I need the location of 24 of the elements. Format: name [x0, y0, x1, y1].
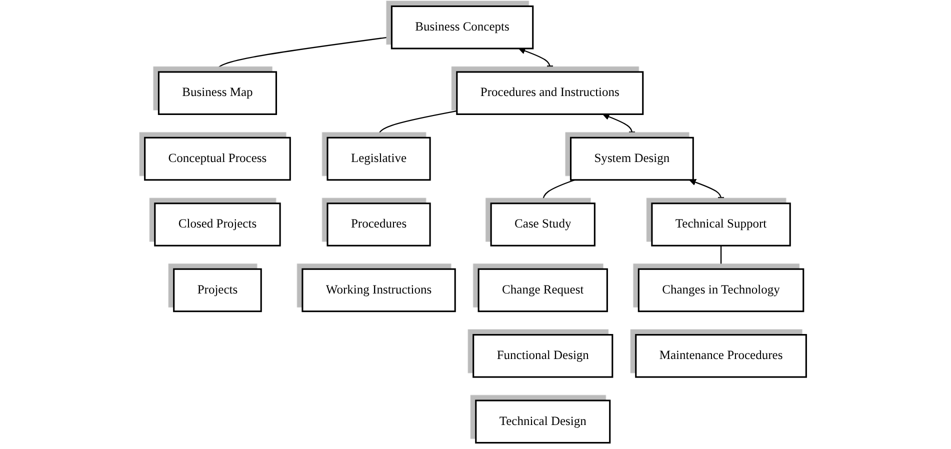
node-box: Changes in Technology [638, 268, 804, 312]
node-box: Functional Design [472, 334, 614, 378]
connector [542, 179, 575, 204]
connector [720, 246, 722, 270]
arrow [518, 48, 554, 72]
node-box: Conceptual Process [144, 136, 291, 181]
node-box: Working Instructions [302, 268, 456, 312]
connector [216, 36, 392, 72]
node-box: System Design [570, 136, 694, 181]
node-box: Closed Projects [154, 202, 281, 246]
node-box: Maintenance Procedures [635, 334, 807, 378]
node-box: Case Study [490, 202, 596, 246]
node-box: Legislative [326, 136, 431, 181]
node-box: Business Concepts [390, 5, 534, 50]
node-box: Procedures and Instructions [456, 71, 644, 115]
node-box: Projects [173, 268, 262, 312]
node-box: Change Request [478, 268, 608, 312]
connector [378, 110, 458, 138]
node-box: Business Map [158, 71, 278, 115]
node-box: Procedures [326, 202, 431, 246]
node-box: Technical Design [475, 400, 611, 444]
node-box: Technical Support [651, 202, 791, 246]
arrow [689, 178, 724, 204]
arrow [602, 113, 636, 138]
